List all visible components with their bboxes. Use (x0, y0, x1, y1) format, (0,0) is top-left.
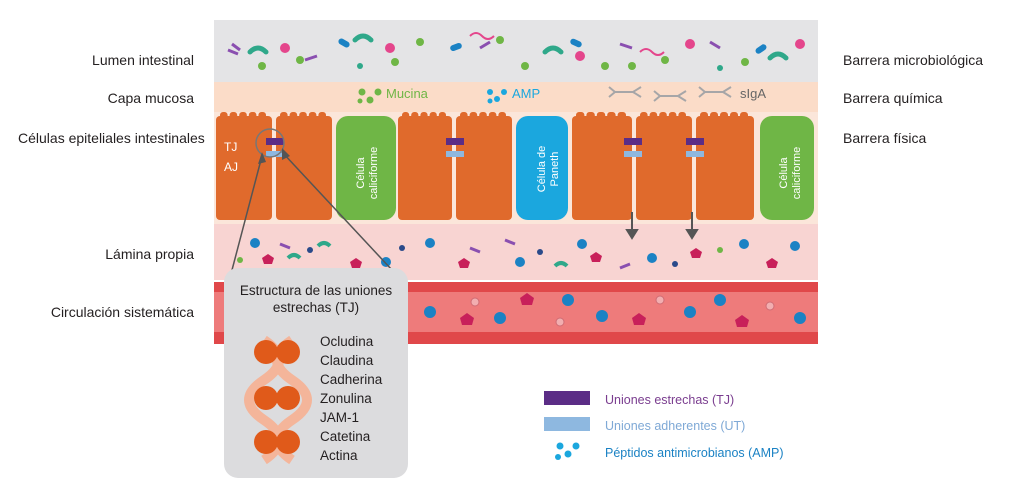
microvillus (586, 112, 595, 122)
microvillus (730, 112, 738, 122)
microvillus (700, 112, 708, 122)
enterocyte (572, 116, 632, 220)
microvillus (411, 112, 419, 122)
epithelial-cells (216, 112, 814, 220)
microvillus (248, 112, 257, 122)
adherens-junction (624, 151, 642, 157)
microvillus (710, 112, 718, 122)
lumen-microbes (227, 32, 805, 71)
microvillus (649, 112, 658, 122)
label-mucosa: Capa mucosa (107, 90, 194, 106)
microvillus (607, 112, 616, 122)
legend-tj-swatch (544, 391, 590, 405)
enterocyte (696, 116, 754, 220)
microvillus (239, 112, 247, 122)
label-barrier-chemical: Barrera química (843, 90, 943, 106)
blood-vessel-top (214, 282, 818, 292)
tj-item: Actina (320, 448, 358, 463)
enterocyte (216, 116, 272, 220)
zoom-circle (255, 128, 285, 158)
microvillus (479, 112, 487, 122)
goblet-cell (760, 116, 814, 220)
microvillus (460, 112, 468, 122)
lumen-band (214, 20, 818, 82)
tj-item: Zonulina (320, 391, 372, 406)
microvillus (668, 112, 677, 122)
enterocyte (398, 116, 452, 220)
enterocyte (276, 116, 332, 220)
goblet-cell (336, 116, 396, 220)
tight-junction (686, 138, 704, 145)
microvillus (280, 112, 288, 122)
microvillus (429, 112, 437, 122)
tj-structure-illustration (244, 335, 312, 465)
mucin-dots (357, 88, 382, 104)
microvillus (299, 112, 307, 122)
microvillus (720, 112, 728, 122)
goblet-cell-1-label: Célula caliciforme (355, 146, 380, 200)
label-barrier-physical: Barrera física (843, 130, 927, 146)
legend-amp-label: Péptidos antimicrobianos (AMP) (605, 446, 784, 460)
tj-item: Catetina (320, 429, 371, 444)
adherens-junction (446, 151, 464, 157)
microvillus (576, 112, 585, 122)
pointer-line-right (281, 151, 393, 271)
legend-ut-label: Uniones adherentes (UT) (605, 419, 746, 433)
tight-junction (446, 138, 464, 145)
microvillus (469, 112, 478, 122)
amp-label: AMP (512, 86, 541, 101)
paneth-cell (516, 116, 568, 220)
microvillus (289, 112, 298, 122)
microvillus (596, 112, 606, 122)
amp-dots (487, 89, 507, 104)
siga-antibodies (608, 86, 732, 102)
label-lumen: Lumen intestinal (92, 52, 194, 68)
microvillus (220, 112, 228, 122)
mucin-label: Mucina (386, 86, 428, 101)
microvillus (740, 112, 748, 122)
microvillus (308, 112, 317, 122)
microvillus (498, 112, 506, 122)
blood-cells (424, 293, 806, 327)
tj-item: JAM-1 (320, 410, 360, 425)
microvillus (659, 112, 667, 122)
translocation-arrows (625, 212, 699, 240)
goblet-cell-2-label: Célula caliciforme (778, 146, 803, 200)
aj-cell-label: AJ (224, 160, 239, 174)
label-circulation: Circulación sistemática (50, 304, 194, 320)
microvillus (420, 112, 428, 122)
adherens-junction (266, 151, 284, 157)
enterocyte (456, 116, 512, 220)
legend-ut-swatch (544, 417, 590, 431)
legend-tj-label: Uniones estrechas (TJ) (605, 393, 735, 407)
lamina-cells (237, 238, 800, 270)
pointer-line-left (231, 155, 263, 271)
mucus-band (214, 82, 818, 112)
microvillus (640, 112, 648, 122)
legend-amp-swatch (555, 442, 580, 460)
label-epithelial: Células epiteliales intestinales (18, 130, 205, 146)
microvillus (318, 112, 326, 122)
microvillus (402, 112, 410, 122)
paneth-cell-label: Célula de Paneth (536, 145, 561, 193)
tight-junction (624, 138, 642, 145)
microvillus (258, 112, 266, 122)
label-lamina: Lámina propia (105, 246, 194, 262)
microvillus (678, 112, 686, 122)
tj-item: Cadherina (320, 372, 383, 387)
label-barrier-micro: Barrera microbiológica (843, 52, 984, 68)
microvillus (488, 112, 497, 122)
adherens-junction (686, 151, 704, 157)
tight-junction (266, 138, 284, 145)
microvillus (617, 112, 626, 122)
enterocyte (636, 116, 692, 220)
tj-structure-title: Estructura de las uniones estrechas (TJ) (239, 283, 393, 315)
tj-item: Claudina (320, 353, 374, 368)
tj-item: Ocludina (320, 334, 374, 349)
siga-label: sIgA (740, 86, 767, 101)
tj-cell-label: TJ (224, 140, 238, 154)
microvillus (229, 112, 238, 122)
microvillus (438, 112, 446, 122)
